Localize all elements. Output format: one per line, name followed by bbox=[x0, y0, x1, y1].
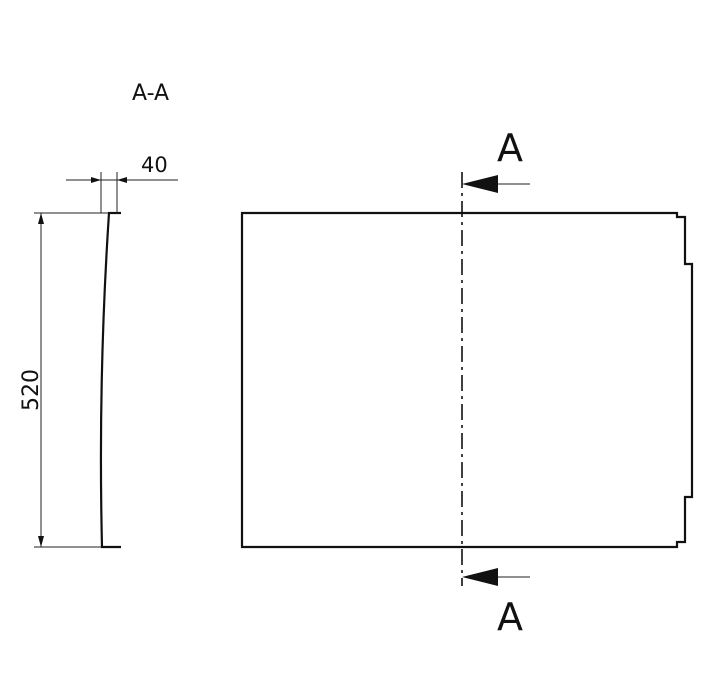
thickness-dimension: 40 bbox=[66, 153, 178, 213]
section-mark-bottom: A bbox=[497, 595, 523, 639]
thickness-label: 40 bbox=[141, 153, 168, 177]
panel-outline bbox=[240, 211, 694, 549]
section-mark-top: A bbox=[497, 126, 523, 170]
panel-profile-curve bbox=[99, 212, 111, 548]
section-arrow-top: A bbox=[462, 126, 530, 193]
height-dimension: 520 bbox=[19, 212, 108, 548]
section-title: A-A bbox=[132, 81, 169, 106]
front-view bbox=[240, 211, 694, 549]
section-view bbox=[99, 211, 121, 549]
section-arrow-bottom: A bbox=[462, 568, 530, 639]
height-label: 520 bbox=[19, 369, 44, 411]
